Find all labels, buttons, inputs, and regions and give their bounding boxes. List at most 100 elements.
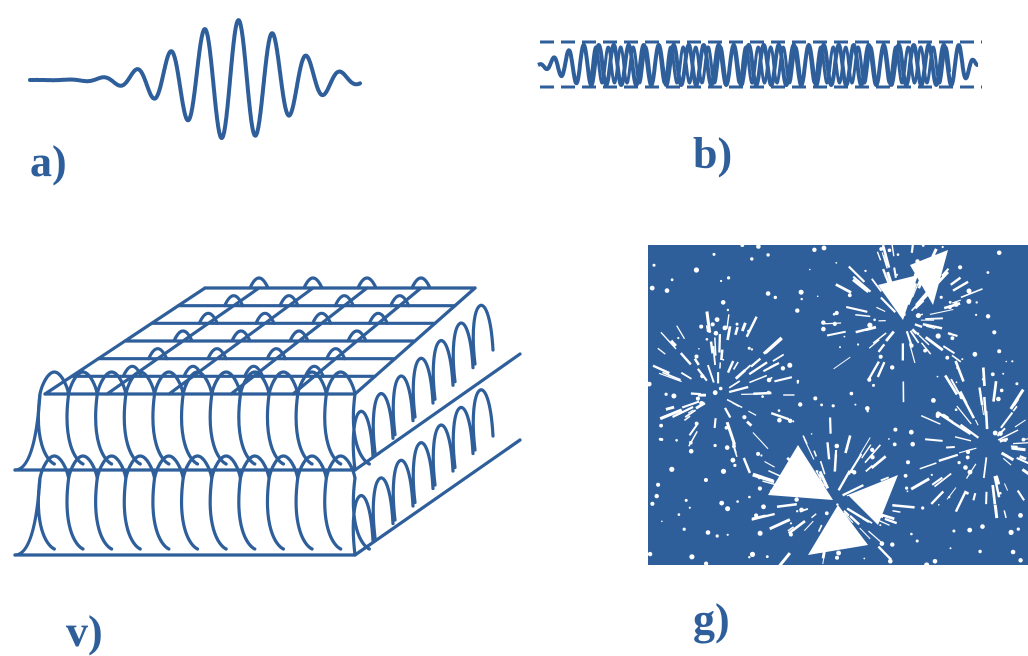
- speckle-dot: [710, 322, 715, 327]
- speckle-dot: [719, 500, 725, 506]
- speckle-dot: [780, 366, 786, 371]
- speckle-dot: [654, 493, 659, 499]
- speckle-streak: [954, 436, 972, 442]
- speckle-streak: [690, 392, 701, 396]
- speckle-dot: [732, 444, 736, 449]
- speckle-dot: [726, 533, 729, 536]
- speckle-dot: [720, 468, 727, 474]
- speckle-dot: [652, 263, 656, 267]
- speckle-streak: [877, 343, 886, 353]
- speckle-dot: [928, 267, 932, 271]
- wave-packet-figure: [28, 18, 362, 140]
- speckle-streak: [880, 476, 890, 482]
- speckle-dot: [923, 348, 927, 353]
- speckle-streak: [725, 421, 737, 446]
- speckle-streak: [762, 480, 777, 486]
- speckle-dot: [795, 308, 800, 313]
- speckle-dot: [945, 355, 950, 360]
- speckle-streak: [949, 276, 962, 286]
- speckle-dot: [1008, 529, 1014, 535]
- speckle-streak: [750, 357, 762, 368]
- speckle-dot: [865, 406, 870, 411]
- speckle-dot: [669, 466, 675, 472]
- speckle-dot: [840, 529, 845, 534]
- speckle-dot: [935, 414, 940, 418]
- speckle-dot: [699, 324, 704, 329]
- speckle-dot: [879, 508, 883, 512]
- speckle-streak: [925, 325, 936, 330]
- speckle-dot: [996, 396, 1001, 402]
- speckle-streak: [914, 299, 925, 310]
- speckle-dot: [705, 530, 711, 535]
- speckle-streak: [734, 326, 739, 336]
- speckle-dot: [722, 325, 728, 331]
- speckle-streak: [718, 334, 722, 353]
- label-b: b): [693, 129, 733, 178]
- speckle-streak: [740, 322, 747, 332]
- speckle-dot: [730, 457, 736, 463]
- speckle-streak: [772, 353, 785, 362]
- lattice-lines: [13, 276, 522, 557]
- speckle-streak: [908, 293, 914, 302]
- speckle-streak: [848, 265, 866, 283]
- speckle-dot: [786, 478, 791, 483]
- speckle-dot: [981, 378, 985, 381]
- speckle-dot: [675, 439, 678, 442]
- speckle-streak: [859, 437, 871, 456]
- speckle-dot: [1018, 513, 1023, 518]
- speckle-dot: [888, 438, 890, 440]
- speckle-streak: [787, 526, 795, 532]
- speckle-dot: [836, 503, 839, 506]
- speckle-dot: [878, 354, 883, 359]
- speckle-dot: [725, 506, 731, 512]
- speckle-streak: [876, 306, 886, 313]
- speckle-dot: [673, 343, 677, 347]
- speckle-streak: [876, 361, 886, 378]
- speckle-dot: [992, 430, 998, 436]
- speckle-streak: [962, 398, 976, 419]
- speckle-dot: [921, 245, 925, 247]
- speckle-streak: [982, 457, 988, 479]
- speckle-dot: [932, 559, 938, 564]
- speckle-streak: [855, 313, 871, 318]
- speckle-dot: [952, 529, 956, 533]
- speckle-dot: [682, 527, 686, 531]
- speckle-streak: [817, 524, 823, 532]
- speckle-dot: [978, 549, 982, 554]
- speckle-dot: [740, 388, 742, 390]
- speckle-dot: [712, 252, 716, 256]
- speckle-dot: [966, 457, 969, 460]
- speckle-dot: [769, 489, 775, 495]
- speckle-streak: [822, 322, 842, 325]
- speckle-streak: [787, 520, 806, 535]
- speckle-streak: [1014, 419, 1026, 428]
- speckle-dot: [799, 507, 804, 513]
- panel-b-wave-train: [520, 30, 990, 110]
- speckle-dot: [677, 513, 681, 516]
- speckle-streak: [946, 446, 955, 449]
- speckle-dot: [726, 308, 730, 312]
- speckle-dot: [958, 265, 963, 270]
- speckle-dot: [816, 545, 822, 551]
- speckle-streak: [992, 381, 998, 402]
- speckle-dot: [924, 562, 930, 565]
- speckle-dot: [809, 268, 811, 271]
- speckle-dot: [872, 503, 875, 507]
- speckle-dot: [834, 538, 839, 542]
- speckle-dot: [956, 366, 959, 370]
- speckle-streak: [944, 374, 959, 396]
- speckle-streak: [752, 473, 775, 484]
- speckle-dot: [879, 541, 885, 546]
- speckle-dot: [931, 286, 937, 292]
- speckle-dot: [656, 482, 661, 487]
- speckle-streak: [1016, 489, 1025, 501]
- speckle-streak: [679, 352, 692, 366]
- speckle-dot: [915, 313, 921, 319]
- speckle-dot: [835, 262, 838, 264]
- speckle-dot: [695, 396, 700, 401]
- speckle-dot: [747, 346, 751, 350]
- top-grid-col-5: [353, 286, 477, 396]
- speckle-dot: [967, 527, 973, 533]
- speckle-streak: [911, 328, 918, 335]
- speckle-dot: [879, 247, 884, 251]
